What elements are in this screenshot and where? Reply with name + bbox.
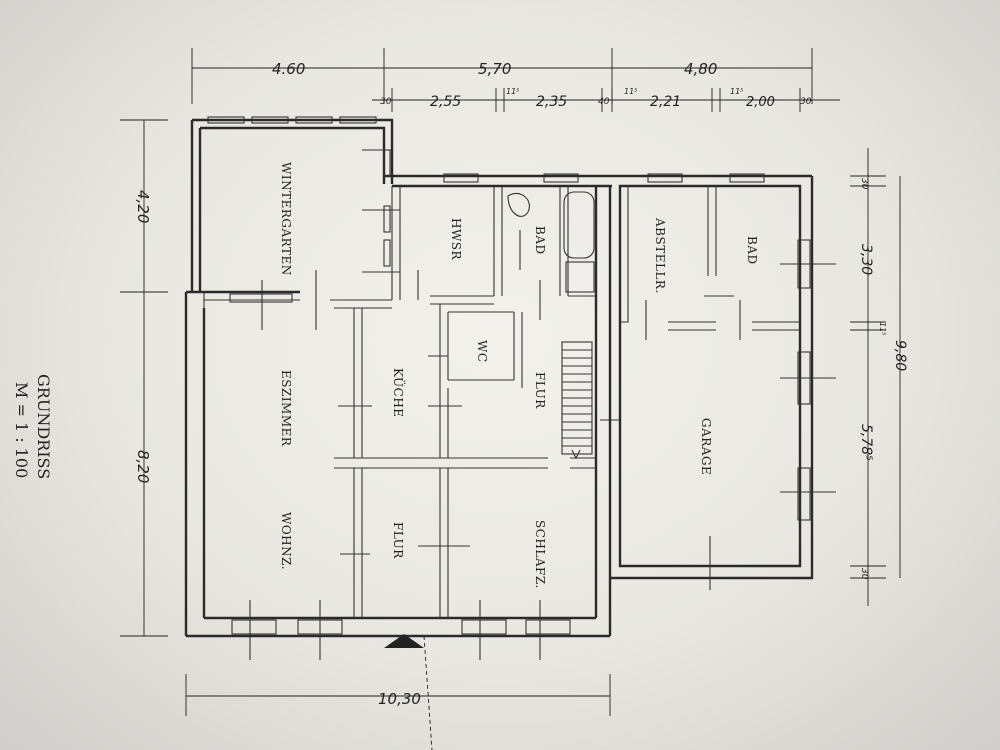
windows [207, 116, 811, 635]
room-label-bad-right: BAD [745, 236, 759, 265]
dim-left-1: 4,20 [134, 190, 152, 223]
plan-title: GRUNDRISS [34, 374, 53, 479]
outer-walls [184, 118, 814, 638]
dim-inner-1: 30 [380, 97, 392, 107]
dim-inner-8: 11⁵ [730, 87, 743, 96]
staircase [561, 341, 593, 460]
dim-inner-3: 11⁵ [506, 87, 519, 96]
dim-right-3: 11⁵ [878, 322, 887, 335]
dim-left-2: 8,20 [134, 450, 152, 483]
dim-right-2: 3,30 [858, 244, 874, 275]
bathroom-fixtures [507, 191, 595, 293]
room-label-schlafz: SCHLAFZ. [533, 520, 547, 589]
dim-inner-9: 2,00 [746, 95, 775, 110]
room-label-abstellr: ABSTELLR. [653, 217, 667, 294]
dim-right-5: 30 [859, 568, 869, 580]
title-block: GRUNDRISS M = 1 : 100 [12, 374, 53, 479]
room-label-garage: GARAGE [699, 418, 713, 475]
dim-inner-2: 2,55 [430, 94, 461, 110]
dim-right-1: 30 [859, 178, 869, 190]
dim-inner-6: 11⁵ [624, 87, 637, 96]
plan-scale: M = 1 : 100 [12, 382, 31, 478]
room-label-esszimmer: ESZIMMER [279, 370, 293, 447]
construction-marks [249, 149, 836, 660]
dim-bottom: 10,30 [378, 690, 421, 708]
room-label-wc: WC [475, 340, 489, 363]
entrance-marker [384, 634, 433, 750]
room-label-hwsr: HWSR [449, 218, 463, 261]
dim-top-3: 4,80 [684, 60, 717, 78]
room-labels: WINTERGARTEN ESZIMMER WOHNZ. HWSR BAD WC… [279, 162, 759, 589]
dimension-labels: 4.60 5,70 4,80 30 2,55 11⁵ 2,35 40 11⁵ 2… [134, 60, 908, 708]
dim-inner-7: 2,21 [650, 94, 681, 110]
dim-right-total: 9,80 [892, 340, 908, 371]
room-label-kueche: KÜCHE [391, 368, 407, 418]
dim-top-1: 4.60 [272, 60, 305, 78]
room-label-wohnz: WOHNZ. [279, 512, 293, 570]
room-label-flur-bottom: FLUR [391, 522, 405, 559]
room-label-flur-top: FLUR [533, 372, 547, 409]
dimension-lines [120, 48, 901, 716]
dim-inner-10: 30 [800, 97, 812, 107]
room-label-bad-left: BAD [533, 226, 547, 255]
room-label-wintergarten: WINTERGARTEN [279, 162, 293, 276]
interior-walls [203, 186, 800, 618]
dim-top-2: 5,70 [478, 60, 511, 78]
dim-inner-4: 2,35 [536, 94, 567, 110]
dim-right-4: 5,78⁵ [858, 424, 874, 461]
dim-inner-5: 40 [598, 97, 610, 107]
